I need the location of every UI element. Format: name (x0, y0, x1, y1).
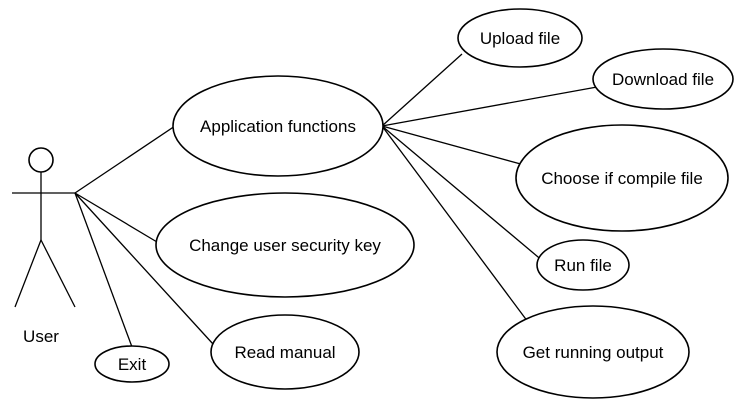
use-case-upload-file: Upload file (457, 8, 583, 68)
link-app-choose-compile (381, 125, 529, 167)
use-case-read-manual: Read manual (210, 314, 360, 390)
actor-leg-left (14, 239, 42, 308)
use-case-exit: Exit (94, 345, 170, 383)
use-case-download-file: Download file (592, 48, 734, 110)
link-user-change-security-key (74, 192, 158, 243)
actor-leg-right (40, 239, 76, 308)
use-case-label: Change user security key (189, 236, 381, 255)
use-case-run-file: Run file (536, 239, 630, 291)
use-case-label: Choose if compile file (541, 169, 703, 188)
use-case-label: Run file (554, 256, 612, 275)
associations (74, 53, 598, 348)
link-app-get-output (381, 125, 529, 323)
use-case-label: Read manual (234, 343, 335, 362)
actor-label: User (23, 327, 59, 346)
actor-user: User (12, 147, 76, 346)
use-case-choose-if-compile-file: Choose if compile file (515, 124, 729, 232)
use-case-label: Upload file (480, 29, 560, 48)
use-case-get-running-output: Get running output (496, 305, 690, 399)
use-case-label: Application functions (200, 117, 356, 136)
use-case-label: Exit (118, 355, 147, 374)
link-user-read-manual (74, 192, 214, 345)
link-app-download-file (381, 86, 598, 127)
use-case-change-user-security-key: Change user security key (155, 192, 415, 298)
link-user-exit (74, 192, 133, 348)
link-app-run-file (381, 125, 545, 263)
use-case-label: Get running output (523, 343, 664, 362)
use-case-application-functions: Application functions (172, 75, 384, 177)
actor-head (28, 147, 54, 173)
link-app-upload-file (381, 53, 463, 127)
use-case-label: Download file (612, 70, 714, 89)
link-user-application-functions (74, 125, 176, 194)
